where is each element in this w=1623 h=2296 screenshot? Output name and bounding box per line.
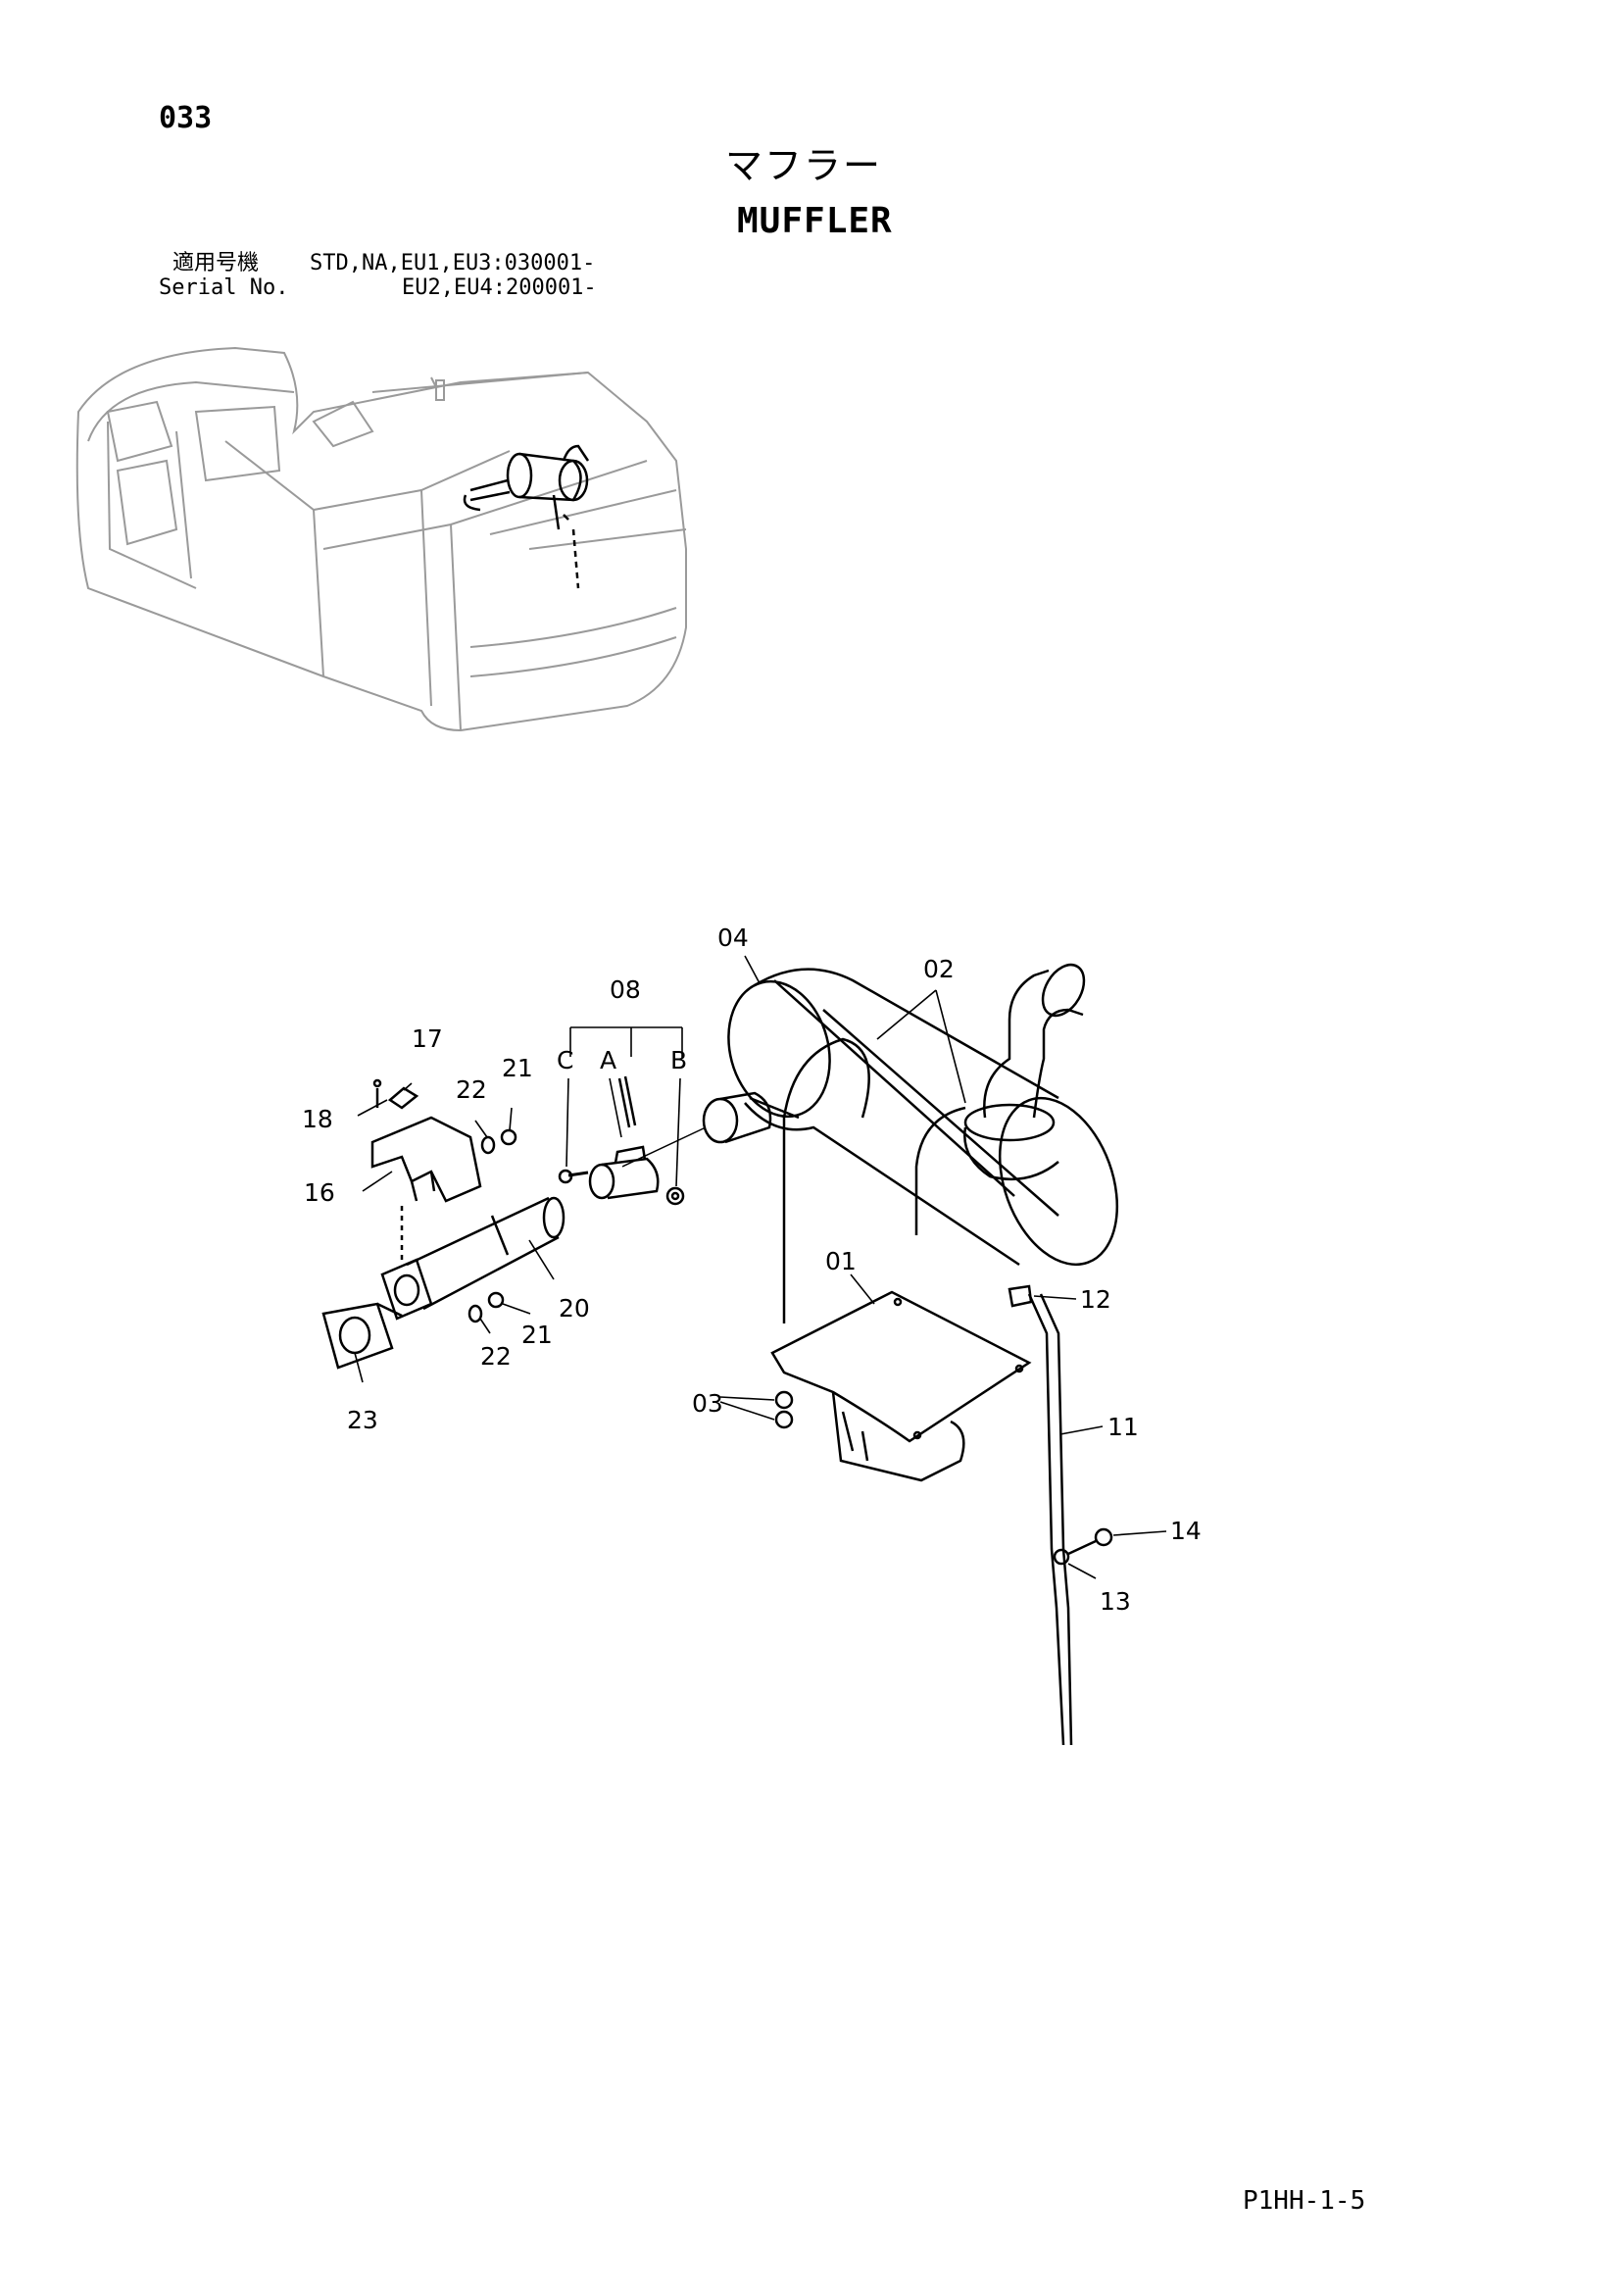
callout-23: 23	[347, 1406, 378, 1434]
callout-13: 13	[1100, 1587, 1131, 1616]
band-straps	[782, 1037, 966, 1323]
callout-08-A: A	[600, 1046, 616, 1074]
washers-and-nuts	[467, 1128, 517, 1323]
callout-20: 20	[559, 1294, 590, 1323]
serial-range-1: STD,NA,EU1,EU3:030001-	[310, 251, 596, 275]
muffler-exploded-view	[321, 955, 1167, 1746]
callout-08: 08	[610, 975, 641, 1004]
callout-08-C: C	[557, 1046, 573, 1074]
bracket	[370, 1116, 482, 1265]
drain-hose	[1027, 1293, 1073, 1746]
callout-labels: 04 02 08 C A B 17 22 21 18 16 20 21 22 2…	[302, 923, 1202, 1616]
callout-02: 02	[923, 955, 955, 983]
muffler-body	[727, 968, 1119, 1267]
callout-08-B: B	[670, 1046, 687, 1074]
flange	[321, 1258, 433, 1370]
clamp-assembly	[558, 1075, 707, 1206]
title-english: MUFFLER	[737, 201, 893, 241]
page-number: 033	[159, 101, 213, 135]
title-japanese: マフラー	[725, 144, 883, 187]
serial-label-japanese: 適用号機	[172, 251, 260, 275]
cover-plate	[770, 1290, 1032, 1482]
muffler-inlet	[702, 1091, 772, 1144]
footer-page-code: P1HH-1-5	[1243, 2186, 1366, 2216]
tailpipe	[963, 963, 1086, 1181]
callout-16: 16	[304, 1178, 335, 1207]
leader-lines	[354, 955, 1167, 1579]
callout-18: 18	[302, 1105, 333, 1133]
callout-12: 12	[1080, 1285, 1111, 1314]
hose-clamp	[1008, 1284, 1033, 1308]
serial-range-2: EU2,EU4:200001-	[402, 275, 597, 300]
callout-17: 17	[412, 1024, 443, 1053]
exhaust-pipe	[406, 1196, 566, 1311]
cover-nuts	[774, 1390, 794, 1429]
callout-21-upper: 21	[502, 1054, 533, 1082]
callout-04: 04	[717, 923, 749, 952]
callout-21-lower: 21	[521, 1321, 553, 1349]
callout-22-upper: 22	[456, 1075, 487, 1104]
callout-22-lower: 22	[480, 1342, 512, 1371]
callout-14: 14	[1170, 1517, 1202, 1545]
serial-label-english: Serial No.	[159, 275, 289, 300]
callout-11: 11	[1107, 1413, 1139, 1441]
clip-and-bolt	[1053, 1527, 1113, 1566]
muffler-location-highlight	[463, 444, 590, 589]
excavator-location-sketch	[75, 346, 687, 732]
callout-01: 01	[825, 1247, 857, 1275]
callout-03: 03	[692, 1389, 723, 1418]
